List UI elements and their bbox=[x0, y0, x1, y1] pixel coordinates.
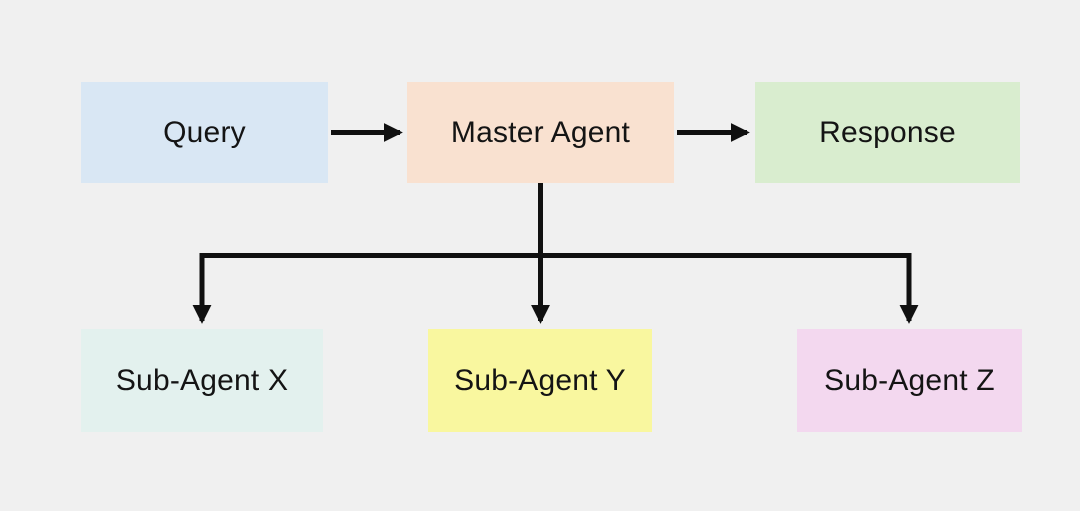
node-sub-agent-z: Sub-Agent Z bbox=[797, 329, 1022, 432]
node-sub-agent-y-label: Sub-Agent Y bbox=[454, 363, 626, 397]
node-master-agent-label: Master Agent bbox=[450, 115, 631, 149]
node-sub-agent-x: Sub-Agent X bbox=[81, 329, 323, 432]
node-response-label: Response bbox=[819, 115, 956, 149]
node-master-agent: Master Agent bbox=[407, 82, 674, 183]
node-query-label: Query bbox=[163, 115, 246, 149]
node-sub-agent-y: Sub-Agent Y bbox=[428, 329, 652, 432]
node-query: Query bbox=[81, 82, 328, 183]
node-sub-agent-z-label: Sub-Agent Z bbox=[824, 363, 995, 397]
node-sub-agent-x-label: Sub-Agent X bbox=[115, 363, 289, 397]
node-response: Response bbox=[755, 82, 1020, 183]
